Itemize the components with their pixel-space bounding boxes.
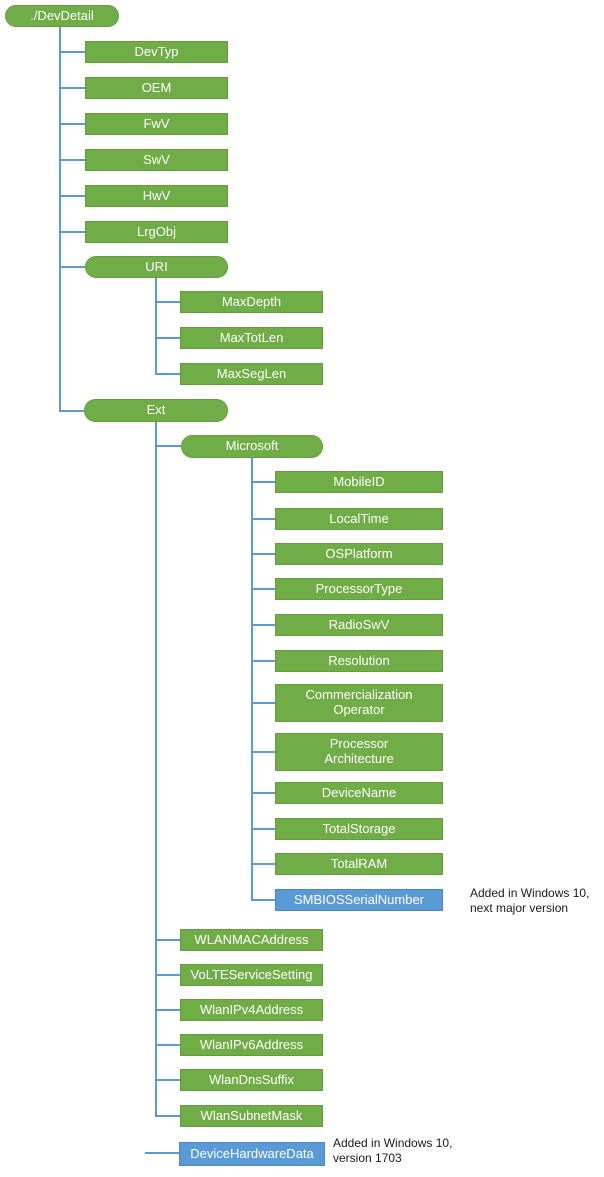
node-processor-architecture: Processor Architecture [275,733,443,771]
node-radioswv: RadioSwV [275,614,443,636]
node-wlansubnetmask: WlanSubnetMask [180,1105,323,1127]
node-localtime: LocalTime [275,508,443,530]
node-maxseglen: MaxSegLen [180,363,323,385]
node-totalram: TotalRAM [275,853,443,875]
node-maxtotlen: MaxTotLen [180,327,323,349]
node-devicehardwaredata: DeviceHardwareData [179,1142,325,1166]
node-fwv: FwV [85,113,228,135]
node-processortype: ProcessorType [275,578,443,600]
node-devicename: DeviceName [275,782,443,804]
annotation-smbios: Added in Windows 10, next major version [470,886,590,915]
node-microsoft: Microsoft [181,435,323,458]
node-oem: OEM [85,77,228,99]
node-totalstorage: TotalStorage [275,818,443,840]
node-wlanipv4address: WlanIPv4Address [180,999,323,1021]
node-wlandnssuffix: WlanDnsSuffix [180,1069,323,1091]
node-osplatform: OSPlatform [275,543,443,565]
node-ext: Ext [84,399,228,422]
node-lrgobj: LrgObj [85,221,228,243]
node-mobileid: MobileID [275,471,443,493]
node-swv: SwV [85,149,228,171]
node-wlanmacaddress: WLANMACAddress [180,929,323,951]
node-wlanipv6address: WlanIPv6Address [180,1034,323,1056]
node-hwv: HwV [85,185,228,207]
node-devdetail-root: ./DevDetail [5,5,119,27]
node-commercialization-operator: Commercialization Operator [275,684,443,722]
node-resolution: Resolution [275,650,443,672]
node-uri: URI [85,256,228,278]
node-smbiosserialnumber: SMBIOSSerialNumber [275,889,443,911]
node-devtyp: DevTyp [85,41,228,63]
node-volteservicesetting: VoLTEServiceSetting [180,964,323,986]
annotation-devicehardwaredata: Added in Windows 10, version 1703 [333,1136,453,1165]
node-maxdepth: MaxDepth [180,291,323,313]
